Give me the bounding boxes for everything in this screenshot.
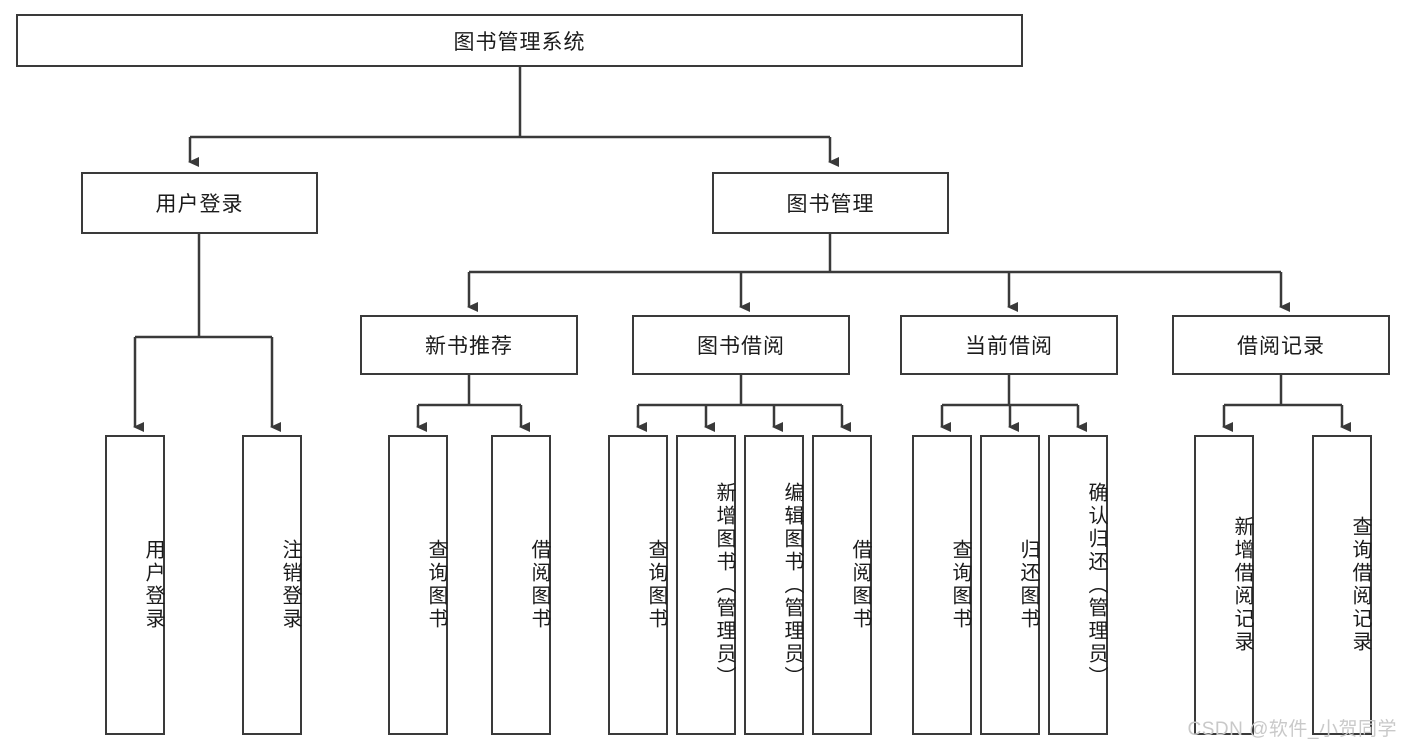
leaf-label: 确认归还（管理员） — [1085, 481, 1107, 689]
leaf-add-borrow-record[interactable]: 新增借阅记录 — [1194, 435, 1254, 735]
node-label: 当前借阅 — [965, 335, 1053, 358]
leaf-edit-book[interactable]: 编辑图书（管理员） — [744, 435, 804, 735]
node-borrow-record[interactable]: 借阅记录 — [1172, 315, 1390, 375]
leaf-label: 借阅图书 — [528, 539, 550, 631]
node-label: 图书管理 — [786, 193, 875, 216]
watermark: CSDN @软件_小贺同学 — [1187, 719, 1397, 740]
leaf-borrow-book[interactable]: 借阅图书 — [812, 435, 872, 735]
node-label: 用户登录 — [155, 193, 244, 216]
node-current-borrow[interactable]: 当前借阅 — [900, 315, 1118, 375]
node-book-management[interactable]: 图书管理 — [712, 172, 949, 234]
leaf-return-book[interactable]: 归还图书 — [980, 435, 1040, 735]
node-user-login[interactable]: 用户登录 — [81, 172, 318, 234]
leaf-query-book-borrow[interactable]: 查询图书 — [608, 435, 668, 735]
leaf-label: 新增图书（管理员） — [713, 481, 735, 689]
leaf-borrow-book-recommend[interactable]: 借阅图书 — [491, 435, 551, 735]
node-label: 新书推荐 — [425, 335, 513, 358]
leaf-user-login[interactable]: 用户登录 — [105, 435, 165, 735]
leaf-confirm-return[interactable]: 确认归还（管理员） — [1048, 435, 1108, 735]
node-label: 图书借阅 — [697, 335, 785, 358]
leaf-label: 查询图书 — [425, 539, 447, 631]
leaf-label: 归还图书 — [1017, 539, 1039, 631]
leaf-logout[interactable]: 注销登录 — [242, 435, 302, 735]
node-book-borrow[interactable]: 图书借阅 — [632, 315, 850, 375]
leaf-label: 借阅图书 — [849, 539, 871, 631]
node-label: 图书管理系统 — [453, 30, 586, 54]
leaf-label: 查询图书 — [645, 539, 667, 631]
leaf-label: 查询借阅记录 — [1349, 516, 1371, 654]
leaf-query-borrow-record[interactable]: 查询借阅记录 — [1312, 435, 1372, 735]
node-new-book-recommend[interactable]: 新书推荐 — [360, 315, 578, 375]
leaf-query-book-current[interactable]: 查询图书 — [912, 435, 972, 735]
leaf-add-book[interactable]: 新增图书（管理员） — [676, 435, 736, 735]
leaf-label: 用户登录 — [142, 539, 164, 631]
leaf-label: 注销登录 — [279, 539, 301, 631]
node-label: 借阅记录 — [1237, 335, 1325, 358]
leaf-label: 新增借阅记录 — [1231, 516, 1253, 654]
leaf-query-book-recommend[interactable]: 查询图书 — [388, 435, 448, 735]
leaf-label: 查询图书 — [949, 539, 971, 631]
leaf-label: 编辑图书（管理员） — [781, 481, 803, 689]
node-root-system[interactable]: 图书管理系统 — [16, 14, 1023, 67]
